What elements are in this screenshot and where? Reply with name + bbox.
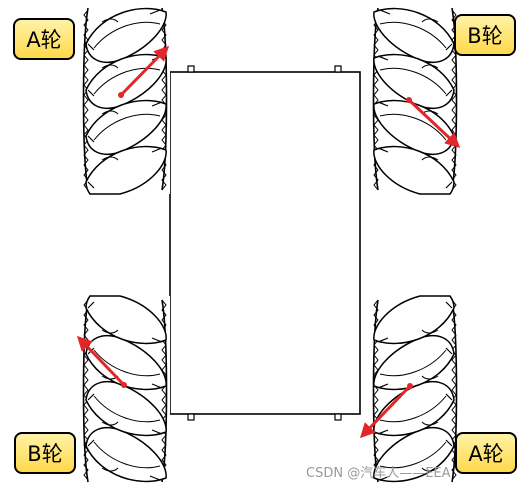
front-left-wheel-icon: [79, 3, 171, 195]
chassis-mount-tabs: [187, 65, 342, 421]
wheel-label-front-left: A轮: [13, 18, 75, 60]
watermark: CSDN @汽车人——EEA: [306, 466, 451, 481]
roller-force-arrow-front-left: [118, 45, 170, 98]
roller-force-arrow-rear-left: [76, 335, 127, 388]
chassis-body: [169, 71, 361, 415]
front-right-wheel-icon: [369, 3, 461, 195]
rear-left-wheel-icon: [79, 295, 171, 487]
wheel-label-front-right: B轮: [454, 14, 516, 56]
wheel-label-rear-right: A轮: [455, 432, 517, 474]
rear-right-wheel-icon: [369, 295, 461, 487]
roller-force-arrow-rear-right: [359, 383, 413, 439]
roller-force-arrow-front-right: [406, 97, 461, 149]
wheel-label-rear-left: B轮: [14, 432, 76, 474]
